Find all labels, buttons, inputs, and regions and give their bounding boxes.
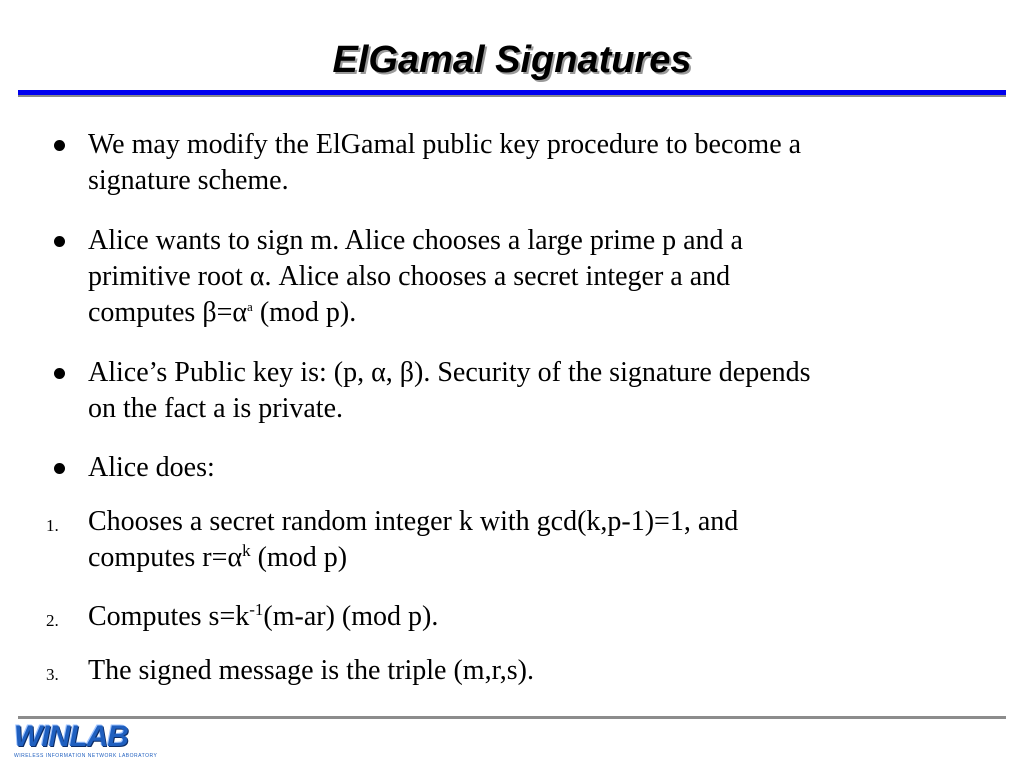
text-run: Computes s=k	[88, 601, 250, 632]
text-run: . Alice also chooses a secret integer a …	[264, 261, 731, 292]
text-run: ). Security of the signature depends	[414, 357, 811, 388]
bullet-dot	[54, 368, 65, 379]
bullet-dot	[54, 236, 65, 247]
beta-symbol: β	[202, 297, 217, 328]
text-run: primitive root	[88, 261, 250, 292]
step-line: Computes s=k-1(m-ar) (mod p).	[88, 599, 988, 635]
alpha-symbol: α	[232, 297, 248, 328]
alpha-symbol: α	[227, 542, 243, 573]
beta-symbol: β	[399, 357, 414, 388]
alpha-symbol: α	[371, 357, 386, 388]
bullet-item: Alice wants to sign m. Alice chooses a l…	[88, 223, 988, 331]
bullet-item: We may modify the ElGamal public key pro…	[88, 127, 988, 199]
logo-subtitle: WIRELESS INFORMATION NETWORK LABORATORY	[14, 753, 158, 759]
text-run: ,	[385, 357, 400, 388]
bullet-item: Alice’s Public key is: (p, α, β). Securi…	[88, 355, 988, 427]
step-number: 2.	[46, 611, 59, 630]
bullet-dot	[54, 463, 65, 474]
footer-divider	[18, 716, 1006, 719]
text-run: Alice’s Public key is: (p,	[88, 357, 372, 388]
step-line: Chooses a secret random integer k with g…	[88, 506, 739, 537]
text-run: (m-ar) (mod p).	[263, 601, 439, 632]
bullet-dot	[54, 140, 65, 151]
bullet-line: primitive root α. Alice also chooses a s…	[88, 259, 988, 295]
winlab-logo: WINLAB WIRELESS INFORMATION NETWORK LABO…	[14, 722, 170, 764]
text-run: computes r=	[88, 542, 228, 573]
bullet-line: signature scheme.	[88, 165, 289, 196]
step-line: computes r=αk (mod p)	[88, 540, 988, 576]
text-run: =	[216, 297, 233, 328]
text-run: computes	[88, 297, 203, 328]
text-run: (mod p)	[250, 542, 348, 573]
slide-title: ElGamal Signatures	[332, 39, 692, 81]
bullet-line: Alice’s Public key is: (p, α, β). Securi…	[88, 355, 988, 391]
bullet-line: on the fact a is private.	[88, 393, 344, 424]
logo-wordmark: WINLAB	[14, 720, 129, 753]
superscript: k	[242, 541, 251, 560]
superscript: -1	[249, 600, 264, 619]
bullet-line: computes β=αa (mod p).	[88, 295, 988, 331]
step-number: 1.	[46, 516, 59, 535]
bullet-line: Alice wants to sign m. Alice chooses a l…	[88, 225, 743, 256]
text-run: (mod p).	[252, 297, 357, 328]
alpha-symbol: α	[249, 261, 265, 292]
step-item: Computes s=k-1(m-ar) (mod p).	[88, 599, 988, 635]
step-item: Chooses a secret random integer k with g…	[88, 504, 988, 576]
step-item: The signed message is the triple (m,r,s)…	[88, 653, 988, 689]
step-line: The signed message is the triple (m,r,s)…	[88, 655, 534, 686]
superscript: a	[247, 299, 253, 314]
bullet-item: Alice does:	[88, 450, 988, 486]
step-number: 3.	[46, 665, 59, 684]
bullet-line: We may modify the ElGamal public key pro…	[88, 129, 802, 160]
bullet-line: Alice does:	[88, 452, 215, 483]
title-divider	[18, 90, 1006, 97]
